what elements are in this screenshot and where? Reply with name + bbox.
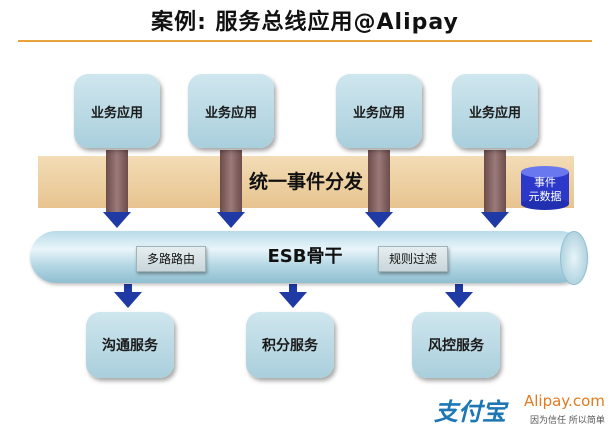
title-divider <box>18 40 592 42</box>
esb-tube-end <box>560 231 588 285</box>
arrow-shaft <box>289 284 297 294</box>
event-dispatch-label: 统一事件分发 <box>248 171 363 193</box>
connector-pipe <box>106 150 128 212</box>
esb-backbone-tube <box>30 231 586 283</box>
rule-filter-chip: 规则过滤 <box>378 246 449 272</box>
arrow-down-icon <box>217 212 245 228</box>
esb-backbone-label: ESB骨干 <box>267 246 343 267</box>
event-metadata-line1: 事件 <box>534 176 556 189</box>
multi-route-chip: 多路路由 <box>136 246 207 272</box>
arrow-down-icon <box>103 212 131 228</box>
arrow-down-icon <box>445 292 473 308</box>
arrow-down-icon <box>279 292 307 308</box>
business-app-box: 业务应用 <box>188 74 274 148</box>
points-service-box: 积分服务 <box>246 312 334 378</box>
arrow-down-icon <box>365 212 393 228</box>
alipay-logo: 支付宝 <box>434 398 506 426</box>
risk-control-service-box: 风控服务 <box>412 312 500 378</box>
event-metadata-label: 事件 元数据 <box>514 176 576 204</box>
alipay-slogan: 因为信任 所以简单 <box>530 416 605 426</box>
connector-pipe <box>484 150 506 212</box>
database-icon <box>521 166 569 210</box>
page-title: 案例: 服务总线应用@Alipay <box>151 10 459 35</box>
connector-pipe <box>368 150 390 212</box>
connector-pipe <box>220 150 242 212</box>
arrow-down-icon <box>114 292 142 308</box>
arrow-shaft <box>124 284 132 294</box>
arrow-shaft <box>455 284 463 294</box>
business-app-box: 业务应用 <box>74 74 160 148</box>
business-app-box: 业务应用 <box>336 74 422 148</box>
arrow-down-icon <box>481 212 509 228</box>
event-metadata-line2: 元数据 <box>528 190 562 203</box>
communication-service-box: 沟通服务 <box>86 312 174 378</box>
alipay-domain: Alipay.com <box>524 392 605 410</box>
business-app-box: 业务应用 <box>452 74 538 148</box>
